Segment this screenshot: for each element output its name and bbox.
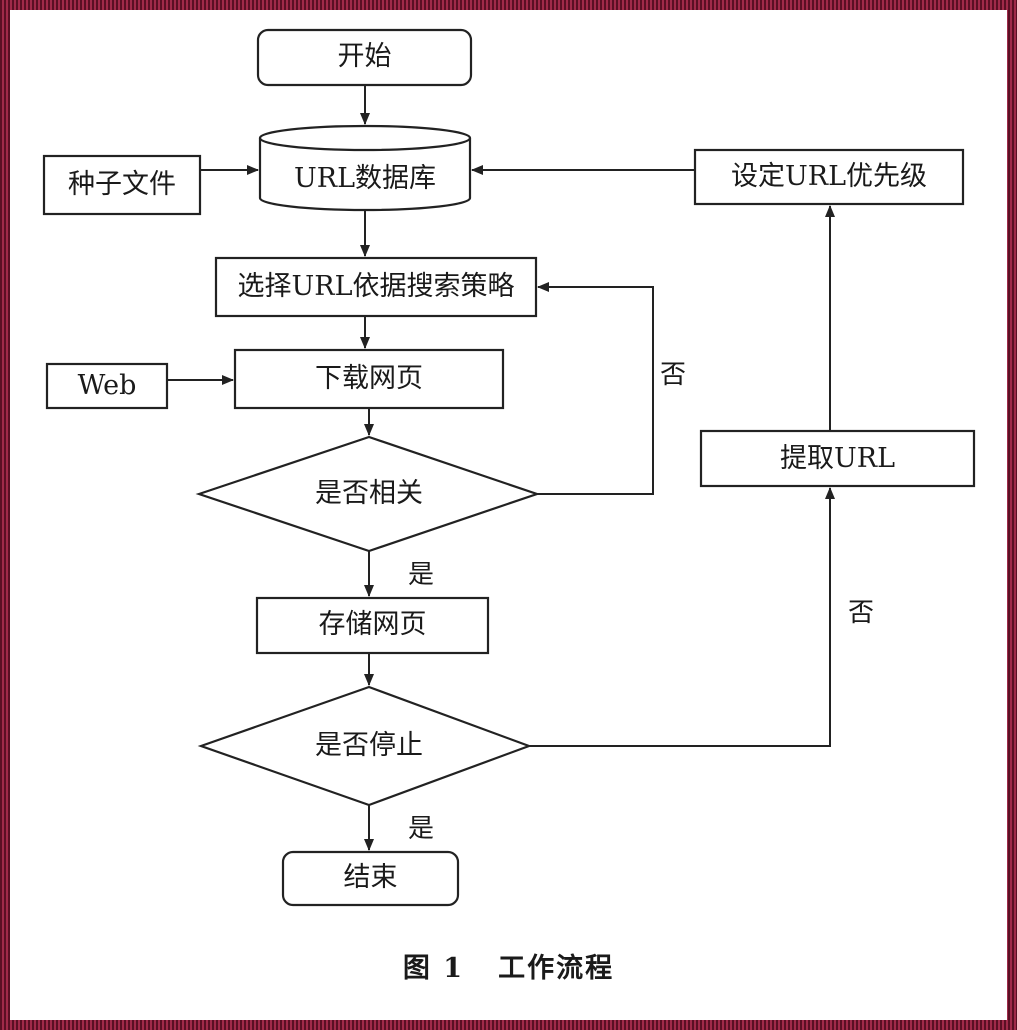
edge-relevant-no (537, 282, 654, 495)
stop-yes-label: 是 (407, 814, 434, 844)
store-page-node-shape (255, 596, 490, 655)
is-stop-label: 是否停止 (315, 730, 423, 761)
web-node-shape (45, 362, 169, 410)
relevant-yes-label: 是 (407, 560, 434, 590)
download-label: 下载网页 (315, 363, 423, 394)
set-priority-node-shape (693, 148, 965, 206)
url-db-node-shape (258, 138, 472, 212)
store-page-label: 存储网页 (318, 609, 427, 640)
seed-file-node-shape (42, 154, 202, 216)
stop-no-label: 否 (847, 598, 874, 628)
select-url-node-shape (214, 256, 538, 318)
extract-url-node-shape (699, 429, 976, 488)
set-priority-label: 设定URL优先级 (730, 161, 927, 192)
end-label: 结束 (343, 862, 398, 893)
flowchart-graphics (42, 28, 976, 907)
relevant-no-label: 否 (659, 360, 686, 390)
web-label: Web (77, 370, 137, 401)
extract-url-label: 提取URL (779, 443, 895, 474)
url-db-top-ellipse (258, 124, 472, 152)
flowchart-canvas: 开始 URL数据库 种子文件 设定URL优先级 选择URL依据搜索策略 Web … (10, 10, 1007, 1020)
figure-number: 图 1 (402, 953, 465, 984)
url-db-label: URL数据库 (293, 163, 436, 194)
start-label: 开始 (337, 41, 392, 72)
seed-file-label: 种子文件 (68, 169, 176, 200)
select-url-label: 选择URL依据搜索策略 (237, 271, 515, 302)
end-node-shape (281, 850, 460, 907)
is-relevant-label: 是否相关 (315, 478, 423, 509)
edge-stop-no (529, 487, 835, 747)
figure-caption: 图 1 工作流程 (10, 946, 1007, 985)
figure-title: 工作流程 (498, 953, 615, 984)
